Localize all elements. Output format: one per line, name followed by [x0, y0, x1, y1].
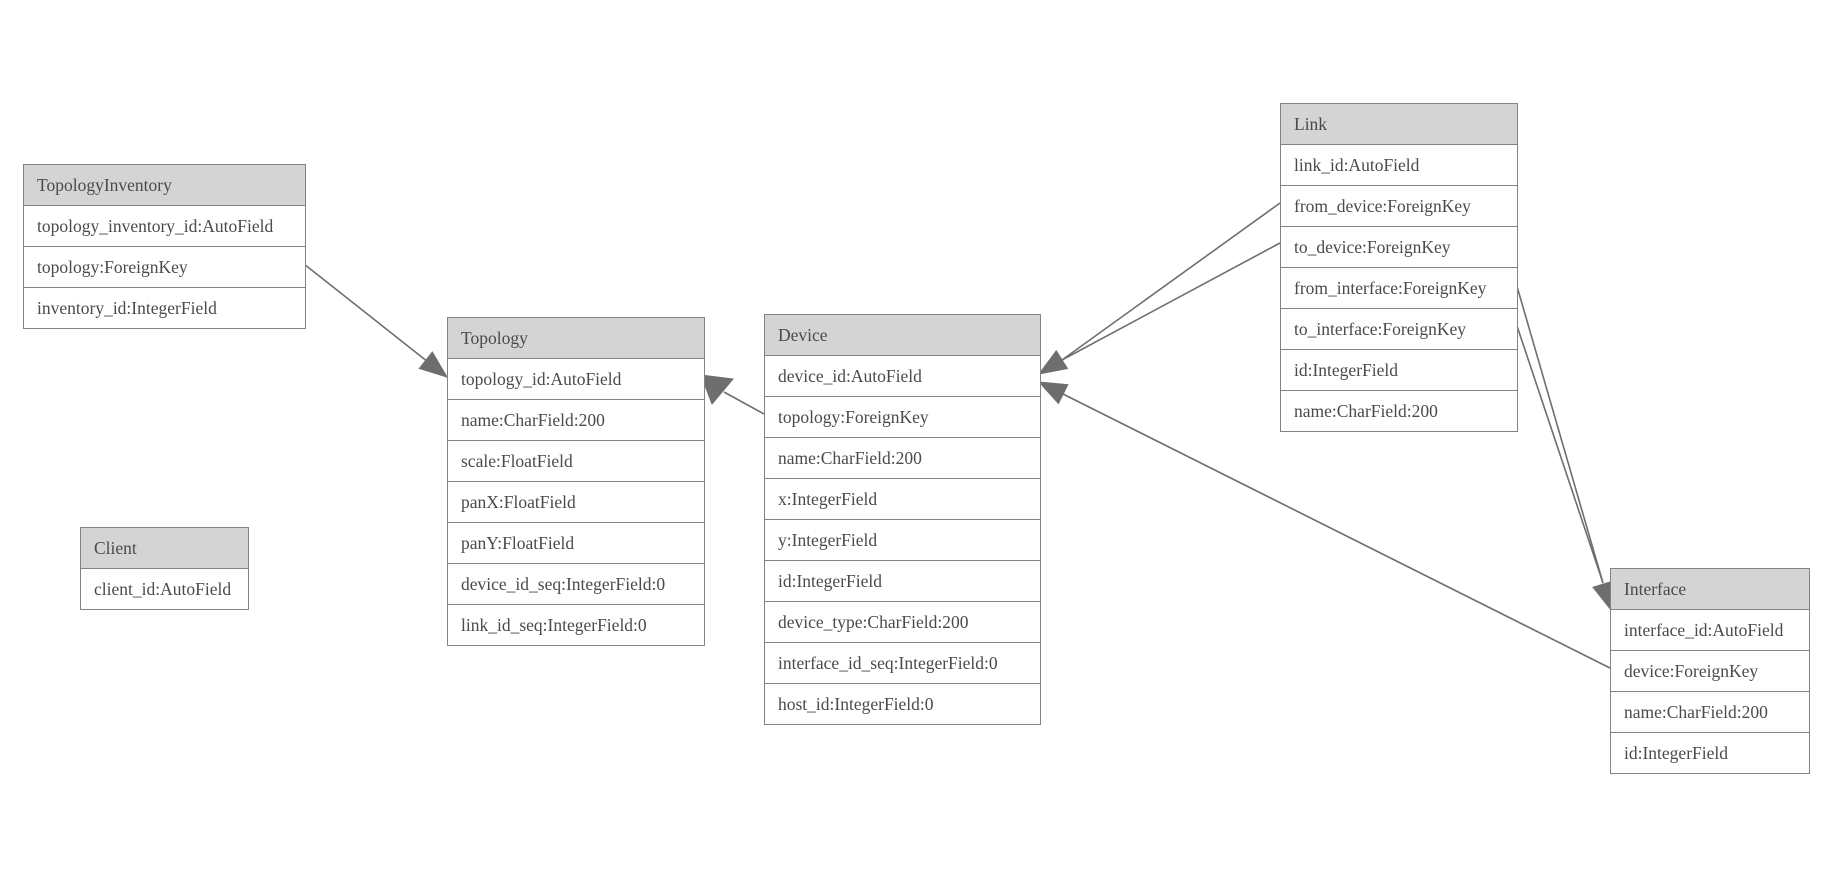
field-row: x:IntegerField	[765, 478, 1040, 519]
field-row: topology:ForeignKey	[24, 246, 305, 287]
field-row: device_type:CharField:200	[765, 601, 1040, 642]
field-row: interface_id:AutoField	[1611, 609, 1809, 650]
rel-topologyinventory-topology-arrowhead-icon	[418, 351, 449, 378]
entity-title: Topology	[448, 318, 704, 358]
field-row: host_id:IntegerField:0	[765, 683, 1040, 724]
entity-title: Interface	[1611, 569, 1809, 609]
field-row: to_interface:ForeignKey	[1281, 308, 1517, 349]
entity-topology-inventory: TopologyInventory topology_inventory_id:…	[23, 164, 306, 329]
entity-client: Client client_id:AutoField	[80, 527, 249, 610]
field-row: id:IntegerField	[1611, 732, 1809, 773]
field-row: device_id:AutoField	[765, 355, 1040, 396]
field-row: to_device:ForeignKey	[1281, 226, 1517, 267]
entity-title: Client	[81, 528, 248, 568]
field-row: y:IntegerField	[765, 519, 1040, 560]
field-row: panY:FloatField	[448, 522, 704, 563]
field-row: name:CharField:200	[1611, 691, 1809, 732]
rel-interface-device-arrowhead-icon	[1037, 381, 1069, 405]
rel-link-frominterface-interface-line	[1515, 282, 1604, 584]
field-row: id:IntegerField	[1281, 349, 1517, 390]
field-row: name:CharField:200	[448, 399, 704, 440]
field-row: link_id:AutoField	[1281, 144, 1517, 185]
field-row: topology:ForeignKey	[765, 396, 1040, 437]
field-row: device:ForeignKey	[1611, 650, 1809, 691]
rel-link-todevice-device-arrowhead-icon	[1037, 349, 1069, 375]
entity-title: Link	[1281, 104, 1517, 144]
field-row: name:CharField:200	[1281, 390, 1517, 431]
field-row: topology_id:AutoField	[448, 358, 704, 399]
entity-title: TopologyInventory	[24, 165, 305, 205]
field-row: from_interface:ForeignKey	[1281, 267, 1517, 308]
rel-device-topology-arrowhead-icon	[700, 374, 734, 405]
field-row: link_id_seq:IntegerField:0	[448, 604, 704, 645]
field-row: scale:FloatField	[448, 440, 704, 481]
rel-link-fromdevice-device-line	[1061, 202, 1281, 361]
field-row: device_id_seq:IntegerField:0	[448, 563, 704, 604]
rel-interface-device-line	[1062, 393, 1611, 669]
rel-device-topology-line	[723, 391, 765, 415]
field-row: client_id:AutoField	[81, 568, 248, 609]
field-row: from_device:ForeignKey	[1281, 185, 1517, 226]
field-row: topology_inventory_id:AutoField	[24, 205, 305, 246]
field-row: name:CharField:200	[765, 437, 1040, 478]
field-row: panX:FloatField	[448, 481, 704, 522]
rel-topologyinventory-topology-line	[303, 263, 448, 378]
field-row: id:IntegerField	[765, 560, 1040, 601]
entity-title: Device	[765, 315, 1040, 355]
rel-link-todevice-device-line	[1061, 242, 1281, 361]
entity-fields: client_id:AutoField	[81, 568, 248, 609]
field-row: inventory_id:IntegerField	[24, 287, 305, 328]
field-row: interface_id_seq:IntegerField:0	[765, 642, 1040, 683]
rel-link-tointerface-interface-line	[1515, 322, 1604, 584]
